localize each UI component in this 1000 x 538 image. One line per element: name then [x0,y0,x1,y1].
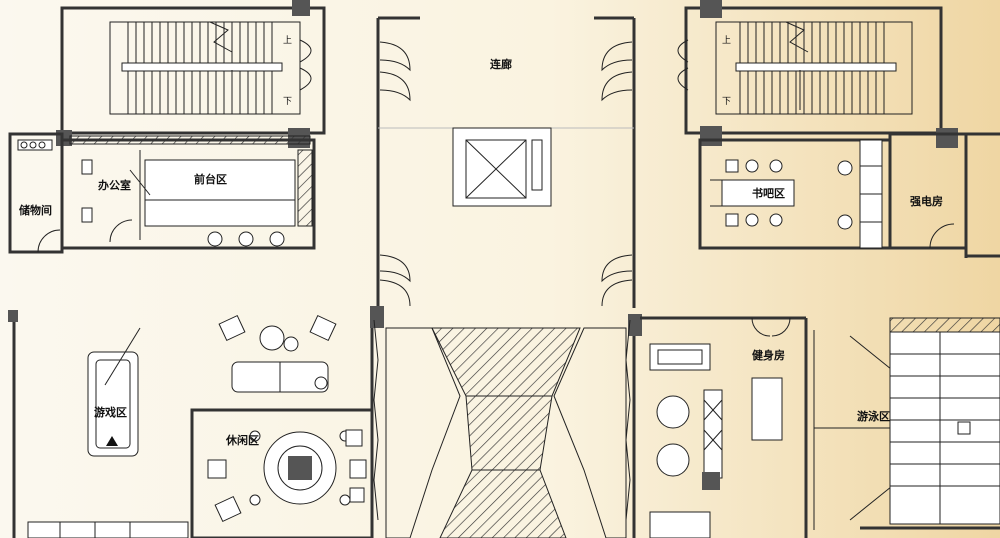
left-stair-down-label: 下 [283,97,292,107]
right-stair-down-label: 下 [722,97,731,107]
left-stair-up-label: 上 [283,35,292,46]
electrical-room [888,132,1000,258]
right-stair-up-label: 上 [722,35,731,46]
gym-label: 健身房 [752,348,785,362]
swimming-area [813,317,1000,530]
storage-label: 储物间 [19,203,52,217]
swimming-label: 游泳区 [857,409,890,423]
office-label: 办公室 [98,178,131,192]
game-label: 游戏区 [94,405,127,419]
corridor-block [376,16,636,308]
storage-room [8,132,64,254]
bar-label: 书吧区 [752,186,785,200]
lounge-area [190,314,374,538]
central-atrium [370,306,642,538]
reception-label: 前台区 [194,172,227,186]
lounge-label: 休闲区 [225,433,259,447]
electrical-label: 强电房 [910,194,943,208]
reception-block [60,135,316,250]
gym [640,316,808,538]
game-area [8,310,189,538]
corridor-label: 连廊 [490,57,512,71]
